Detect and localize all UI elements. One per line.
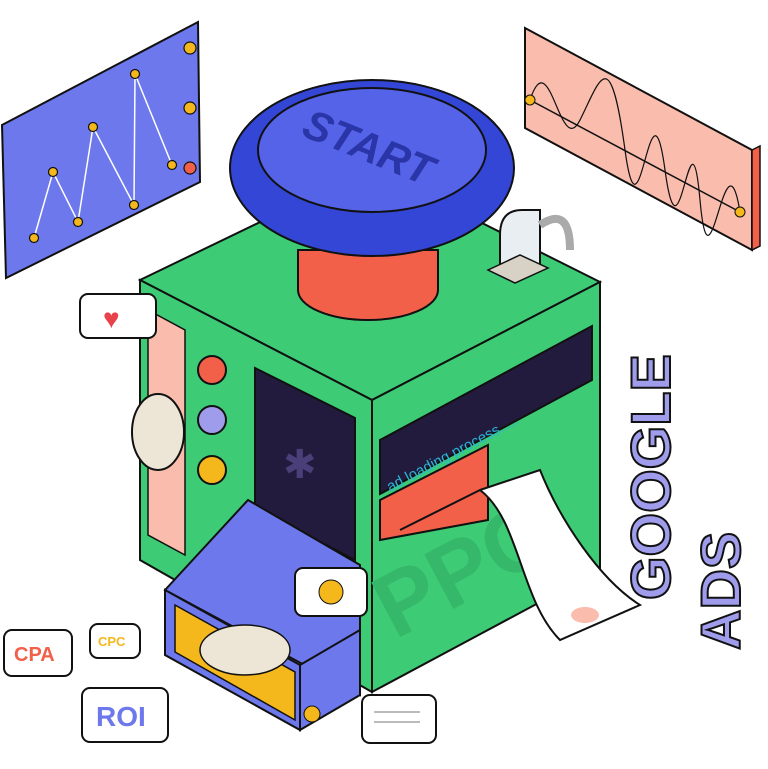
google-ads-lettering: GOOGLE ADS	[618, 353, 753, 651]
cpa-label: CPA	[14, 644, 55, 666]
start-button[interactable]: START	[229, 79, 515, 321]
disc-drawer[interactable]	[163, 498, 361, 732]
cpc-bubble: CPC	[89, 623, 141, 659]
paper-printout	[379, 443, 643, 642]
plug-icon	[486, 209, 574, 284]
cpc-label: CPC	[98, 634, 126, 649]
ads-text: ADS	[689, 532, 752, 650]
cpa-bubble: CPA	[3, 629, 73, 677]
roi-label: ROI	[96, 701, 146, 732]
roi-bubble: ROI	[81, 687, 169, 743]
svg-text:✱: ✱	[283, 443, 317, 487]
heart-bubble: ♥	[79, 293, 157, 339]
neutral-face-icon	[183, 101, 197, 115]
sad-face-icon	[183, 161, 197, 175]
smiley-bubble	[294, 567, 368, 617]
google-text: GOOGLE	[619, 354, 682, 600]
line-chart-panel	[0, 20, 202, 280]
heart-icon: ♥	[103, 303, 120, 334]
wave-chart-panel	[524, 26, 761, 252]
yellow-light[interactable]	[197, 455, 227, 485]
text-bubble	[361, 694, 437, 744]
happy-face-icon	[183, 41, 197, 55]
smiley-icon	[318, 579, 344, 605]
pixel-screen	[254, 366, 356, 562]
purple-light[interactable]	[197, 405, 227, 435]
red-light[interactable]	[197, 355, 227, 385]
display-screen	[379, 324, 593, 496]
